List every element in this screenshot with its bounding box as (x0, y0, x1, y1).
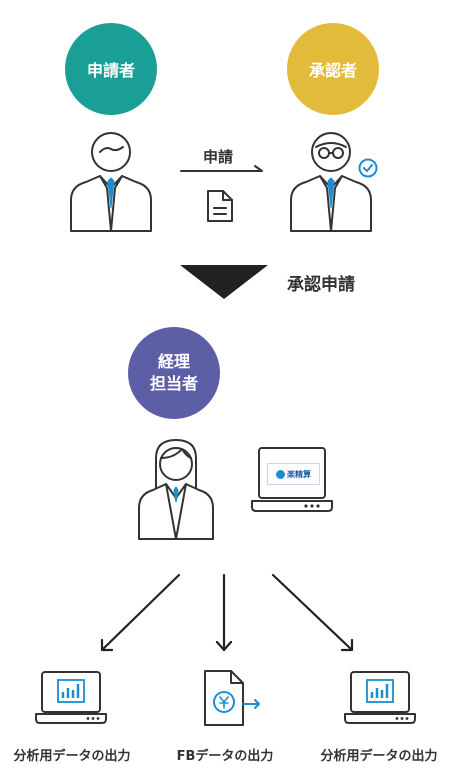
accounting-label-line2: 担当者 (149, 374, 198, 393)
accounting-circle: 経理 担当者 (128, 327, 220, 419)
down-triangle-icon (180, 265, 268, 299)
applicant-label: 申請者 (86, 61, 135, 80)
laptop-icon (251, 447, 333, 512)
fb-data-document-icon (204, 670, 260, 726)
approver-circle: 承認者 (287, 23, 379, 115)
approver-person-icon (290, 132, 372, 232)
approval-request-label: 承認申請 (287, 275, 355, 295)
accounting-label-line1: 経理 (157, 352, 190, 371)
analysis-laptop-icon-right (344, 671, 416, 724)
apply-label: 申請 (203, 148, 234, 166)
approver-label: 承認者 (308, 61, 357, 80)
analysis-laptop-icon-left (35, 671, 107, 724)
output-arrows (100, 573, 354, 652)
apply-arrow (180, 165, 263, 172)
accounting-person-icon (138, 439, 214, 540)
software-logo-icon (276, 469, 285, 479)
document-icon (207, 190, 233, 222)
arrow-left (100, 573, 181, 652)
check-icon (358, 158, 378, 178)
software-badge-label: 楽精算 (287, 469, 311, 479)
output-label-left: 分析用データの出力 (13, 749, 131, 764)
applicant-circle: 申請者 (65, 23, 157, 115)
output-label-right: 分析用データの出力 (320, 749, 438, 764)
software-badge: 楽精算 (267, 463, 320, 485)
output-label-center: FBデータの出力 (176, 749, 274, 764)
applicant-person-icon (70, 132, 152, 232)
arrow-center (215, 573, 233, 652)
arrow-right (271, 573, 354, 652)
